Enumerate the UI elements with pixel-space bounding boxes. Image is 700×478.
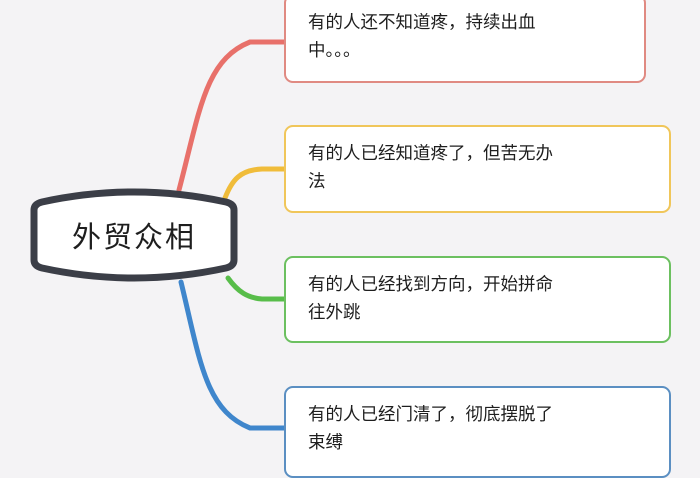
connector-green [225,275,288,302]
connector-red [176,39,288,193]
connector-blue [178,279,288,431]
subtopic-broke-free[interactable]: 有的人已经门清了，彻底摆脱了 束缚 [284,386,671,478]
root-topic-shape [30,188,238,282]
connector-yellow [222,166,288,201]
root-topic-label: 外贸众相 [71,220,196,254]
subtopic-found-direction[interactable]: 有的人已经找到方向，开始拼命 往外跳 [284,256,671,343]
subtopic-still-bleeding[interactable]: 有的人还不知道疼，持续出血 中。。。 [284,0,646,83]
root-topic[interactable]: 外贸众相 [28,188,240,282]
subtopic-know-pain-no-solution[interactable]: 有的人已经知道疼了，但苦无办 法 [284,125,671,213]
